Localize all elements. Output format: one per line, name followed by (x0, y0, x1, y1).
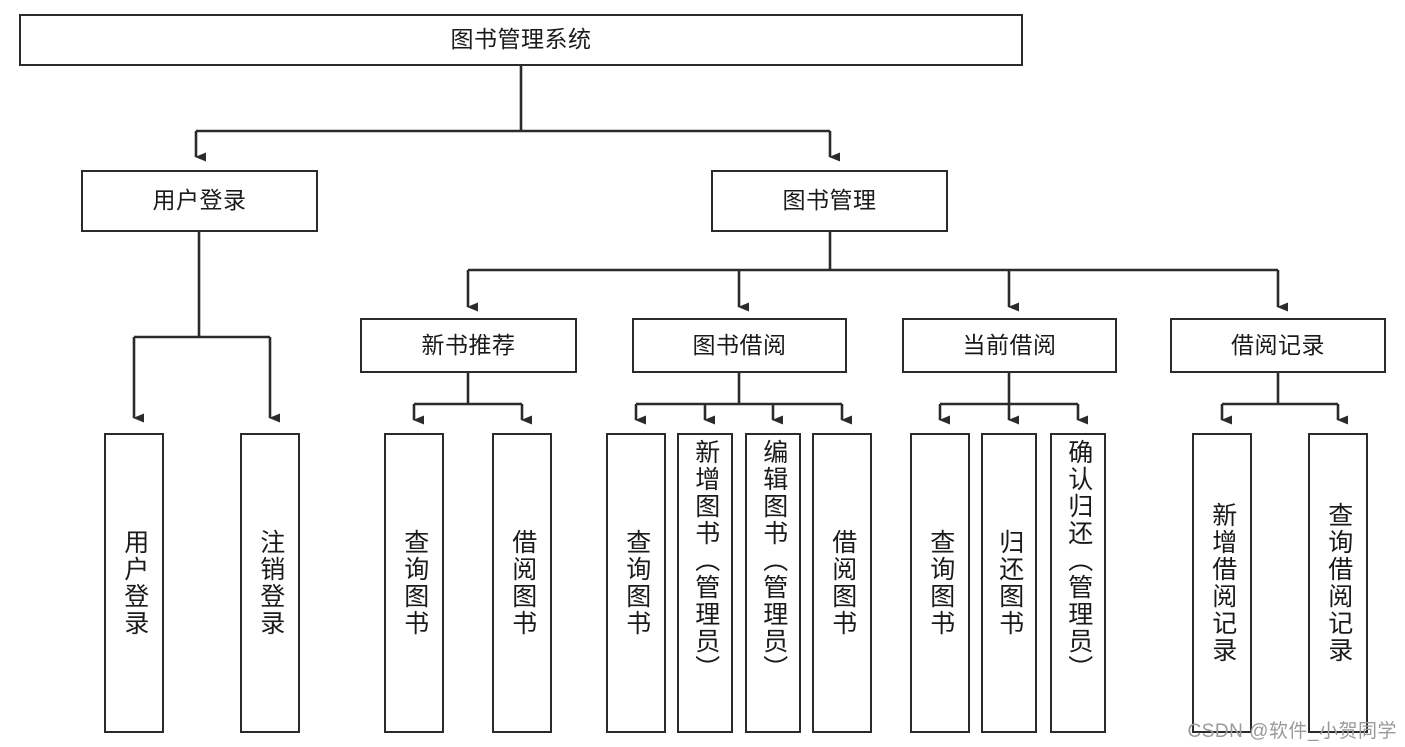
leaf-edit-book[interactable]: 编辑图书（管理员） (745, 433, 801, 733)
leaf-add-record-label: 新增借阅记录 (1208, 502, 1237, 664)
leaf-query-record[interactable]: 查询借阅记录 (1308, 433, 1368, 733)
node-book-manage-label: 图书管理 (782, 187, 877, 214)
leaf-query-book-2-label: 查询图书 (622, 529, 651, 637)
leaf-add-book-label: 新增图书（管理员） (691, 439, 720, 682)
leaf-borrow-book-2-label: 借阅图书 (828, 529, 857, 637)
leaf-borrow-book-1[interactable]: 借阅图书 (492, 433, 552, 733)
leaf-return-book-label: 归还图书 (995, 529, 1024, 637)
leaf-confirm-return-label: 确认归还（管理员） (1064, 439, 1093, 682)
leaf-query-book-1-label: 查询图书 (400, 529, 429, 637)
leaf-add-book[interactable]: 新增图书（管理员） (677, 433, 733, 733)
leaf-logout-login-label: 注销登录 (256, 529, 285, 637)
node-borrow-record-label: 借阅记录 (1231, 331, 1325, 358)
leaf-query-book-1[interactable]: 查询图书 (384, 433, 444, 733)
leaf-edit-book-label: 编辑图书（管理员） (759, 439, 788, 682)
node-root-label: 图书管理系统 (450, 26, 592, 53)
node-user-login[interactable]: 用户登录 (81, 170, 318, 232)
node-book-manage[interactable]: 图书管理 (711, 170, 948, 232)
node-new-book-rec-label: 新书推荐 (421, 331, 516, 358)
node-new-book-rec[interactable]: 新书推荐 (360, 318, 577, 373)
node-root[interactable]: 图书管理系统 (19, 14, 1023, 66)
leaf-return-book[interactable]: 归还图书 (981, 433, 1037, 733)
leaf-borrow-book-1-label: 借阅图书 (508, 529, 537, 637)
node-book-borrow[interactable]: 图书借阅 (632, 318, 847, 373)
node-book-borrow-label: 图书借阅 (692, 331, 787, 358)
leaf-add-record[interactable]: 新增借阅记录 (1192, 433, 1252, 733)
node-current-borrow-label: 当前借阅 (962, 331, 1057, 358)
leaf-query-book-3-label: 查询图书 (926, 529, 955, 637)
leaf-user-login[interactable]: 用户登录 (104, 433, 164, 733)
leaf-borrow-book-2[interactable]: 借阅图书 (812, 433, 872, 733)
node-borrow-record[interactable]: 借阅记录 (1170, 318, 1386, 373)
leaf-query-book-2[interactable]: 查询图书 (606, 433, 666, 733)
leaf-query-record-label: 查询借阅记录 (1324, 502, 1353, 664)
leaf-confirm-return[interactable]: 确认归还（管理员） (1050, 433, 1106, 733)
node-current-borrow[interactable]: 当前借阅 (902, 318, 1117, 373)
leaf-logout-login[interactable]: 注销登录 (240, 433, 300, 733)
leaf-query-book-3[interactable]: 查询图书 (910, 433, 970, 733)
node-user-login-label: 用户登录 (152, 187, 247, 214)
leaf-user-login-label: 用户登录 (120, 529, 149, 637)
